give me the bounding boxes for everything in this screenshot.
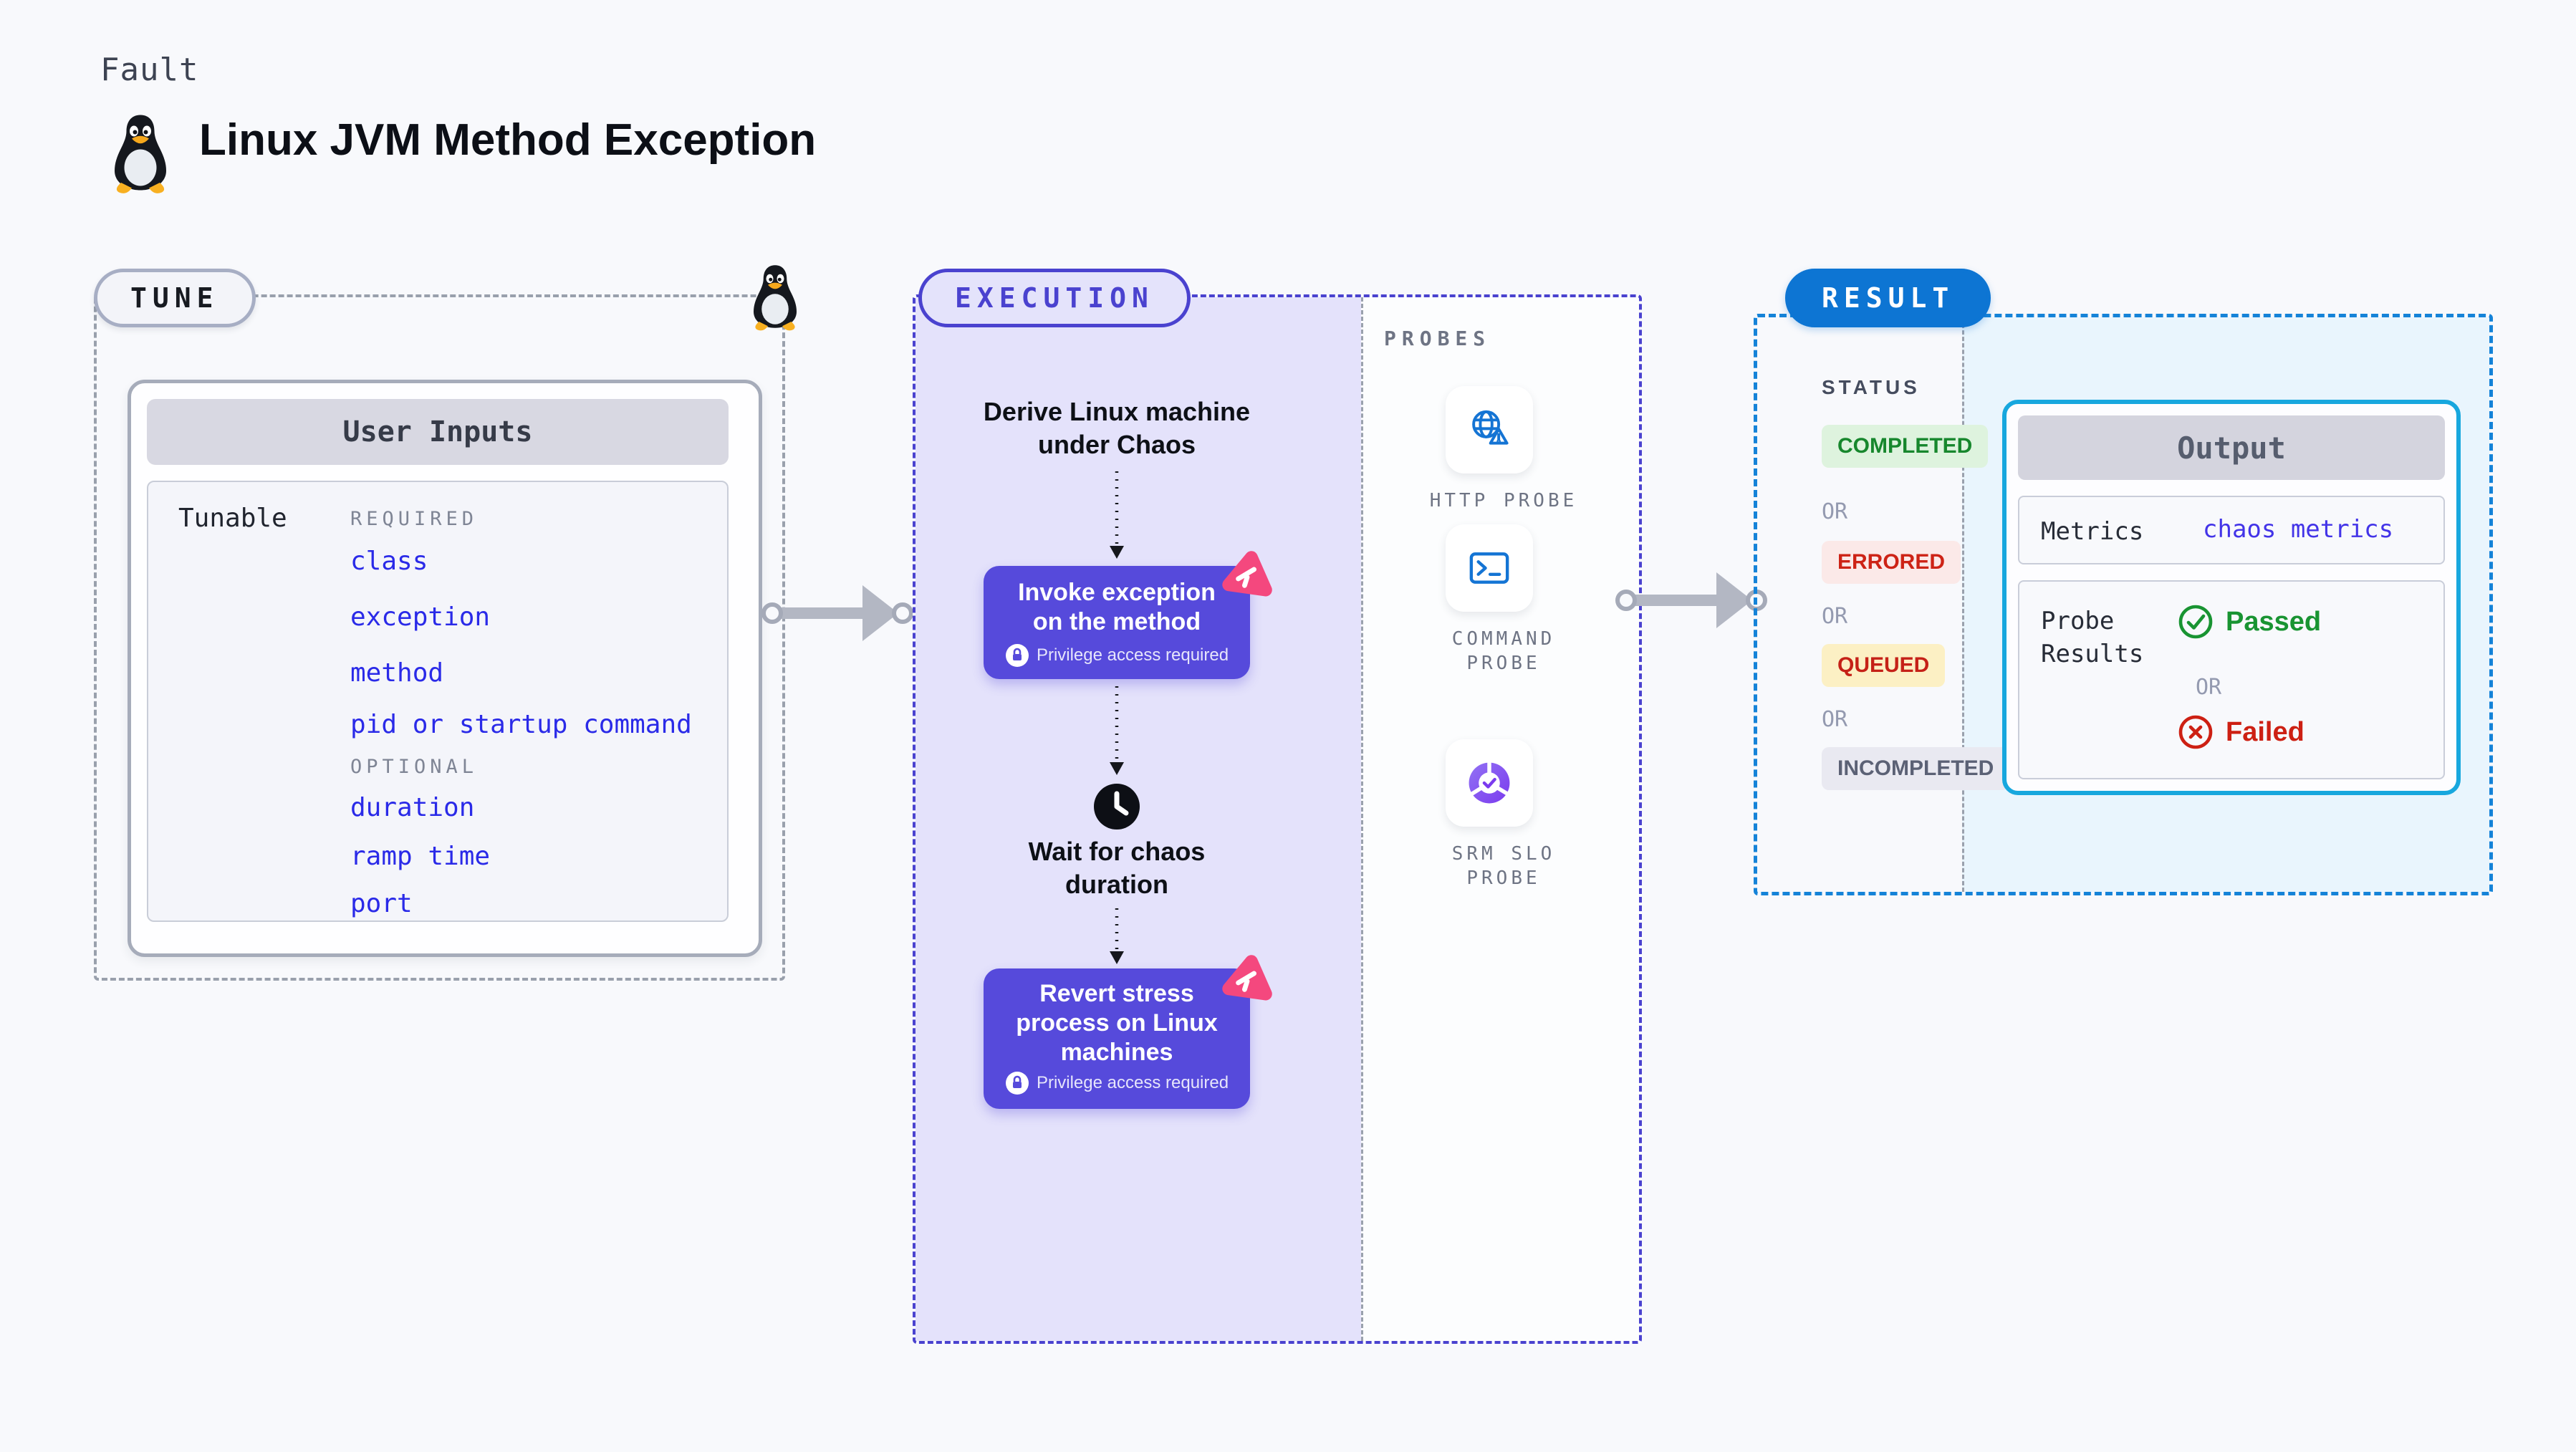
- tunable-link-ramp-time[interactable]: ramp time: [350, 842, 491, 871]
- probes-heading: PROBES: [1384, 327, 1491, 350]
- chaos-fault-icon: [1217, 546, 1280, 612]
- passed-verdict: Passed: [2177, 603, 2321, 640]
- wait-clock-icon: [1092, 782, 1141, 835]
- optional-group-label: OPTIONAL: [350, 756, 479, 778]
- revert-line1: Revert stress: [1039, 980, 1194, 1007]
- probe-results-row: Probe Results Passed OR: [2018, 580, 2445, 779]
- status-badge-errored: ERRORED: [1822, 541, 1961, 584]
- wait-line1: Wait for chaos: [1028, 837, 1206, 866]
- page-title: Linux JVM Method Exception: [199, 115, 817, 165]
- status-badge-completed: COMPLETED: [1822, 425, 1989, 468]
- tune-badge: TUNE: [94, 269, 256, 327]
- chaos-fault-icon: [1217, 950, 1280, 1016]
- linux-tux-icon: [746, 262, 804, 331]
- command-probe-card: [1446, 524, 1533, 612]
- passed-label: Passed: [2226, 606, 2322, 637]
- invoke-privilege-note: Privilege access required: [1036, 645, 1229, 665]
- http-probe-label: HTTP PROBE: [1396, 489, 1611, 513]
- execution-section-frame: Derive Linux machine under Chaos Invoke …: [913, 294, 1642, 1344]
- result-badge: RESULT: [1785, 269, 1991, 327]
- command-probe-label-line2: PROBE: [1466, 653, 1541, 674]
- tunable-link-pid-or-startup-command[interactable]: pid or startup command: [350, 710, 692, 739]
- output-title: Output: [2018, 415, 2445, 480]
- http-probe-label-line1: HTTP PROBE: [1429, 490, 1578, 511]
- srm-slo-probe-label-line1: SRM SLO: [1451, 843, 1556, 865]
- srm-slo-probe-label: SRM SLO PROBE: [1396, 842, 1611, 890]
- srm-slo-probe-card: [1446, 739, 1533, 827]
- metrics-row: Metrics chaos metrics: [2018, 496, 2445, 564]
- probe-results-label-line2: Results: [2041, 640, 2144, 668]
- dotted-arrow-down-icon: [1107, 907, 1127, 969]
- arrow-tune-to-execution: [756, 577, 917, 653]
- step-derive-line2: under Chaos: [1037, 430, 1196, 459]
- command-probe-icon: [1464, 543, 1514, 593]
- command-probe-label: COMMAND PROBE: [1396, 627, 1611, 675]
- fault-kicker: Fault: [100, 52, 199, 88]
- passed-check-icon: [2177, 603, 2214, 640]
- step-derive-text: Derive Linux machine under Chaos: [973, 395, 1261, 461]
- status-badge-queued: QUEUED: [1822, 644, 1946, 687]
- tunable-link-method[interactable]: method: [350, 658, 444, 688]
- linux-tux-icon: [106, 112, 175, 193]
- failed-x-icon: [2177, 713, 2214, 751]
- dotted-arrow-down-icon: [1107, 470, 1127, 564]
- failed-label: Failed: [2226, 716, 2305, 747]
- output-card: Output Metrics chaos metrics Probe Resul…: [2002, 400, 2461, 795]
- probe-results-label: Probe Results: [2041, 605, 2143, 670]
- step-derive-line1: Derive Linux machine: [983, 397, 1251, 426]
- step-wait-text: Wait for chaos duration: [973, 835, 1261, 901]
- tunable-link-exception[interactable]: exception: [350, 602, 491, 632]
- metrics-label: Metrics: [2041, 517, 2144, 546]
- srm-slo-probe-label-line2: PROBE: [1466, 867, 1541, 889]
- execution-steps-area: [915, 297, 1361, 1341]
- execution-badge: EXECUTION: [918, 269, 1191, 327]
- result-section-frame: STATUS COMPLETED OR ERRORED OR QUEUED OR…: [1754, 314, 2493, 895]
- srm-slo-probe-icon: [1464, 758, 1514, 808]
- tune-section-frame: [94, 294, 785, 981]
- http-probe-icon: [1464, 405, 1514, 455]
- or-separator: OR: [1822, 707, 1848, 732]
- probe-results-label-line1: Probe: [2041, 607, 2115, 635]
- tunable-link-class[interactable]: class: [350, 547, 428, 576]
- tunable-link-port[interactable]: port: [350, 889, 413, 918]
- or-separator: OR: [1822, 499, 1848, 524]
- lock-icon: [1005, 643, 1029, 668]
- arrow-execution-to-result: [1610, 564, 1771, 640]
- user-inputs-card: User Inputs Tunable REQUIRED class excep…: [128, 380, 762, 957]
- required-group-label: REQUIRED: [350, 508, 479, 530]
- failed-verdict: Failed: [2177, 713, 2305, 751]
- status-badge-incompleted: INCOMPLETED: [1822, 747, 2010, 790]
- result-status-divider: [1962, 317, 1964, 892]
- revert-line2: process on Linux: [1016, 1009, 1218, 1037]
- tunable-row-label: Tunable: [178, 504, 287, 533]
- invoke-line2: on the method: [1032, 608, 1201, 635]
- status-heading: STATUS: [1822, 376, 1921, 398]
- lock-icon: [1005, 1071, 1029, 1095]
- or-separator: OR: [2196, 675, 2222, 700]
- revert-line3: machines: [1060, 1039, 1173, 1066]
- invoke-line1: Invoke exception: [1018, 579, 1216, 606]
- chaos-metrics-link[interactable]: chaos metrics: [2203, 515, 2394, 544]
- dotted-arrow-down-icon: [1107, 685, 1127, 780]
- command-probe-label-line1: COMMAND: [1451, 628, 1556, 650]
- step-invoke-exception-box: Invoke exception on the method Privilege…: [984, 566, 1250, 679]
- or-separator: OR: [1822, 604, 1848, 629]
- execution-probes-divider: [1361, 297, 1363, 1341]
- tunable-link-duration[interactable]: duration: [350, 793, 475, 822]
- wait-line2: duration: [1065, 870, 1168, 899]
- user-inputs-body: Tunable REQUIRED class exception method …: [147, 481, 729, 922]
- revert-privilege-note: Privilege access required: [1036, 1073, 1229, 1092]
- step-revert-stress-box: Revert stress process on Linux machines …: [984, 968, 1250, 1109]
- user-inputs-title: User Inputs: [147, 399, 729, 465]
- http-probe-card: [1446, 386, 1533, 473]
